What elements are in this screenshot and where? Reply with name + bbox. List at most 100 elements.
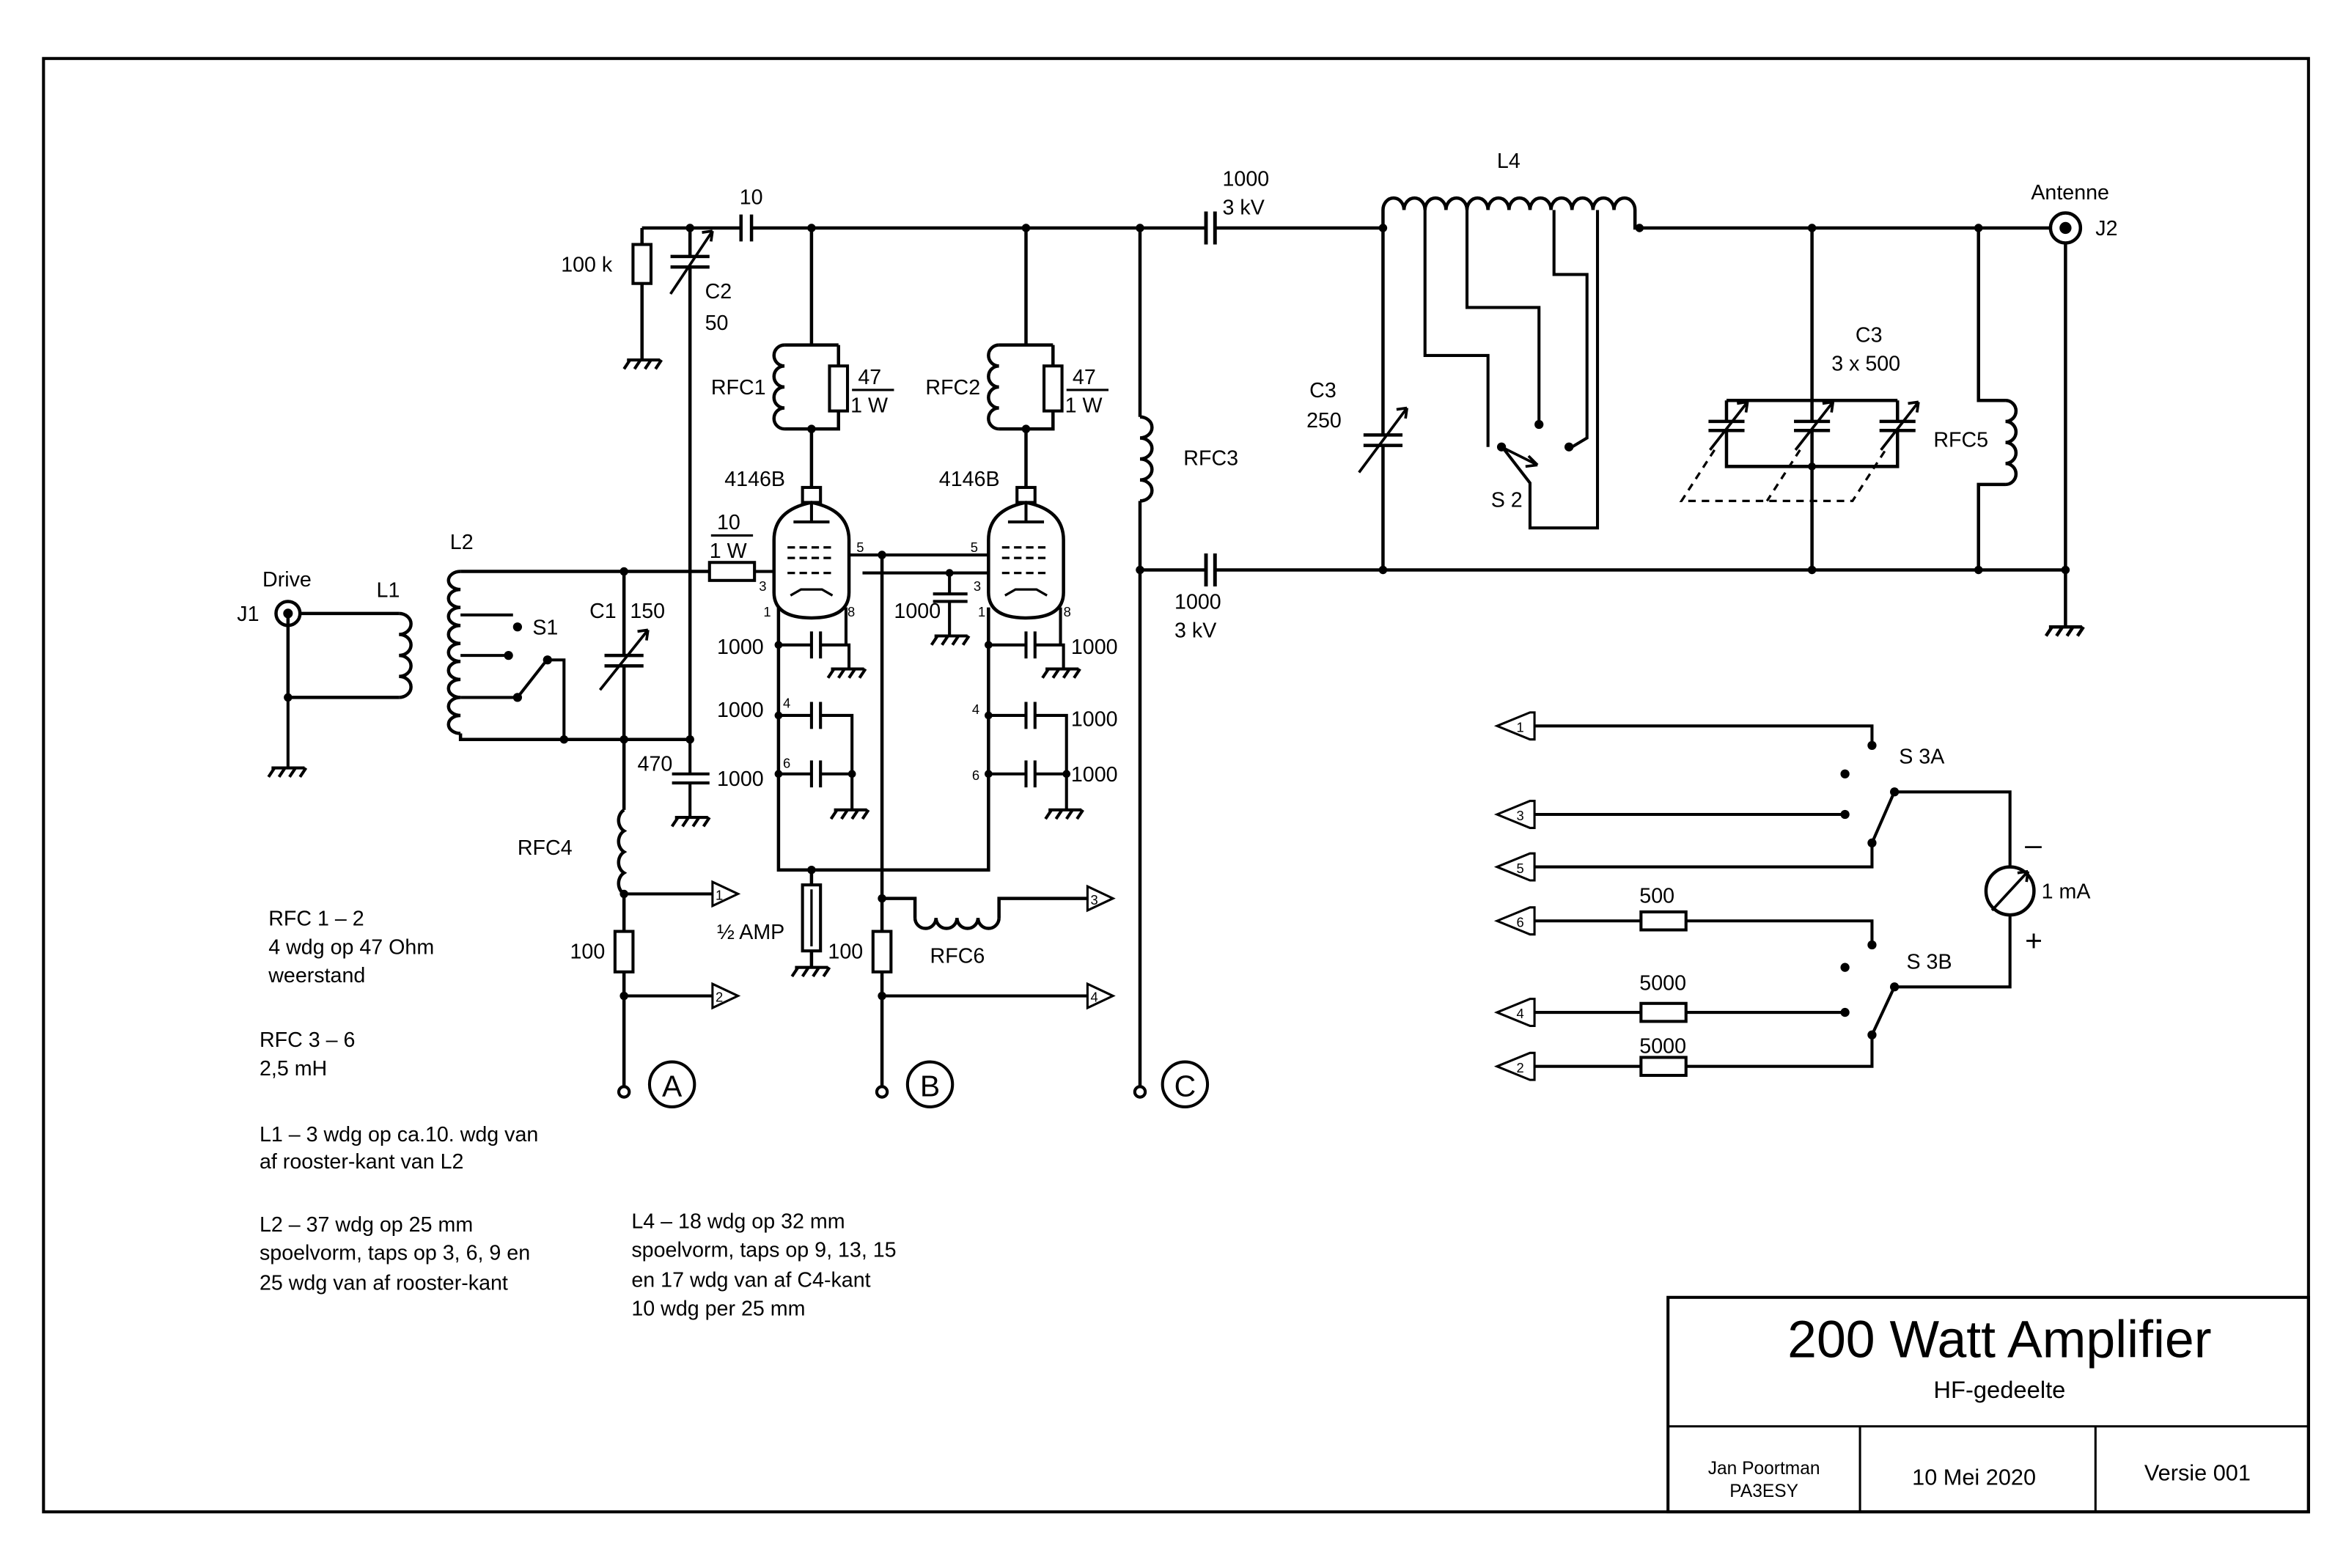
title-text: 200 Watt Amplifier	[1787, 1311, 2211, 1369]
version-text: Versie 001	[2144, 1460, 2251, 1485]
flag-3: 3	[1086, 884, 1116, 913]
ground-j1	[267, 697, 308, 778]
svg-text:en 17 wdg van af C4-kant: en 17 wdg van af C4-kant	[631, 1268, 870, 1292]
svg-text:4: 4	[1517, 1006, 1524, 1021]
switch-s2[interactable]: S 2	[1491, 419, 1574, 512]
svg-text:spoelvorm, taps op 3, 6, 9 en: spoelvorm, taps op 3, 6, 9 en	[260, 1242, 530, 1265]
rfc4-label: RFC4	[518, 836, 573, 860]
c3b-label: C3	[1856, 323, 1883, 347]
rfc5-label: RFC5	[1933, 429, 1988, 452]
svg-text:10 wdg per 25 mm: 10 wdg per 25 mm	[631, 1297, 805, 1320]
rfc6-label: RFC6	[930, 945, 985, 968]
rfc3-label: RFC3	[1183, 446, 1238, 470]
tube1-label: 4146B	[724, 468, 785, 491]
l4-label: L4	[1497, 150, 1521, 173]
grid-resistor-10: 10 1 W	[707, 511, 774, 582]
resistor-100-b: 100	[828, 894, 1088, 1001]
c1000-r1-label: 1000	[1071, 636, 1118, 659]
j2-label: J2	[2095, 217, 2117, 240]
svg-text:6: 6	[1517, 914, 1524, 930]
svg-text:4: 4	[972, 702, 979, 717]
c3b-value: 3 x 500	[1831, 352, 1900, 375]
tube2-label: 4146B	[939, 468, 1000, 491]
capacitor-c3-250: C3 250	[1306, 224, 1409, 575]
svg-text:5: 5	[971, 540, 978, 555]
switch-s1[interactable]: S1	[504, 616, 566, 740]
c1000-l3-label: 1000	[717, 768, 764, 791]
connector-b[interactable]: B	[875, 1060, 955, 1109]
c2-value: 50	[705, 312, 729, 335]
c3a-label: C3	[1309, 379, 1336, 402]
cout-bot-2: 3 kV	[1174, 619, 1216, 643]
svg-text:1: 1	[763, 604, 771, 619]
capacitor-1000-3kv-top: 1000 3 kV	[1204, 168, 1269, 245]
svg-text:C: C	[1174, 1070, 1196, 1103]
notes-l13: L1 – 3 wdg op ca.10. wdg van af rooster-…	[260, 1123, 538, 1174]
meter-flag-4: 4	[1493, 998, 1536, 1028]
cout-bot-1: 1000	[1174, 591, 1221, 614]
c1000-r3-label: 1000	[1071, 763, 1118, 787]
svg-text:3: 3	[1517, 808, 1524, 823]
meter-flag-6: 6	[1493, 906, 1536, 936]
c1-value: 150	[630, 600, 665, 623]
connector-c[interactable]: C	[1133, 1060, 1210, 1109]
svg-text:2: 2	[716, 990, 723, 1005]
svg-text:L2 – 37 wdg op 25 mm: L2 – 37 wdg op 25 mm	[260, 1213, 473, 1237]
svg-text:weerstand: weerstand	[268, 964, 365, 987]
capacitor-c2: C2 50	[669, 224, 732, 744]
rfc2-label: RFC2	[925, 376, 980, 400]
r500-label: 500	[1639, 885, 1674, 908]
drive-label: Drive	[262, 568, 312, 592]
c2-label: C2	[705, 280, 732, 303]
rgrid-bottom: 1 W	[710, 540, 747, 563]
date-text: 10 Mei 2020	[1912, 1465, 2036, 1490]
notes-rfc36: RFC 3 – 6 2,5 mH	[260, 1028, 355, 1081]
meter-minus: –	[2025, 828, 2042, 861]
tube1-bypass-network: 4 6 1000 1000 1000	[717, 607, 990, 872]
svg-text:3: 3	[974, 578, 981, 594]
rfc1-label: RFC1	[711, 376, 766, 400]
fuse-half-amp: ½ AMP	[717, 865, 831, 978]
svg-text:4: 4	[783, 696, 790, 711]
r100a-label: 100	[570, 940, 605, 963]
svg-text:af rooster-kant van L2: af rooster-kant van L2	[260, 1150, 463, 1174]
svg-text:L4 – 18 wdg op 32 mm: L4 – 18 wdg op 32 mm	[631, 1210, 845, 1234]
svg-text:4 wdg op 47 Ohm: 4 wdg op 47 Ohm	[268, 935, 434, 959]
svg-text:2: 2	[1517, 1060, 1524, 1075]
choke-rfc1: RFC1 47 1 W	[711, 224, 894, 487]
svg-text:8: 8	[847, 604, 855, 619]
coil-l2: L2	[446, 531, 710, 741]
antenne-label: Antenne	[2031, 181, 2109, 205]
notes-rfc12: RFC 1 – 2 4 wdg op 47 Ohm weerstand	[268, 907, 434, 987]
connector-a[interactable]: A	[617, 1060, 696, 1109]
r100b-label: 100	[828, 940, 863, 963]
meter-plus: +	[2025, 924, 2042, 957]
c1000-l1-label: 1000	[717, 636, 764, 659]
svg-text:1: 1	[978, 604, 985, 619]
antenna-connector-j2: Antenne J2	[2031, 181, 2118, 637]
svg-text:B: B	[920, 1070, 940, 1103]
sheet-border	[42, 56, 2310, 1514]
rgrid-top: 10	[717, 511, 740, 534]
c1000-l2-label: 1000	[717, 699, 764, 722]
meter-1ma: 1 mA – +	[1984, 828, 2091, 957]
author-callsign: PA3ESY	[1729, 1481, 1798, 1501]
svg-text:2,5 mH: 2,5 mH	[260, 1057, 327, 1081]
r100k-label: 100 k	[561, 253, 613, 276]
meter-switch-section: 1 3 5 6 4 2 S 3A	[1493, 711, 2091, 1081]
notes-l4: L4 – 18 wdg op 32 mm spoelvorm, taps op …	[631, 1210, 896, 1321]
r5000b-label: 5000	[1639, 1034, 1686, 1058]
resistor-100k: 100 k	[561, 227, 663, 370]
r5000a-label: 5000	[1639, 971, 1686, 995]
c10-label: 10	[740, 185, 763, 209]
coil-l4: L4	[1381, 150, 2066, 530]
svg-text:RFC 1 – 2: RFC 1 – 2	[268, 907, 364, 930]
meter-flag-3: 3	[1493, 800, 1536, 829]
svg-text:5: 5	[1517, 861, 1524, 876]
tube2-bypass-network: 4 6 1000 1000 1000	[972, 607, 1118, 820]
c470-label: 470	[638, 753, 673, 776]
tube-4146b-2: 4146B 5 3 1 8	[939, 468, 1071, 620]
meter-flag-5: 5	[1493, 852, 1536, 882]
r47b-bottom: 1 W	[1065, 394, 1103, 418]
